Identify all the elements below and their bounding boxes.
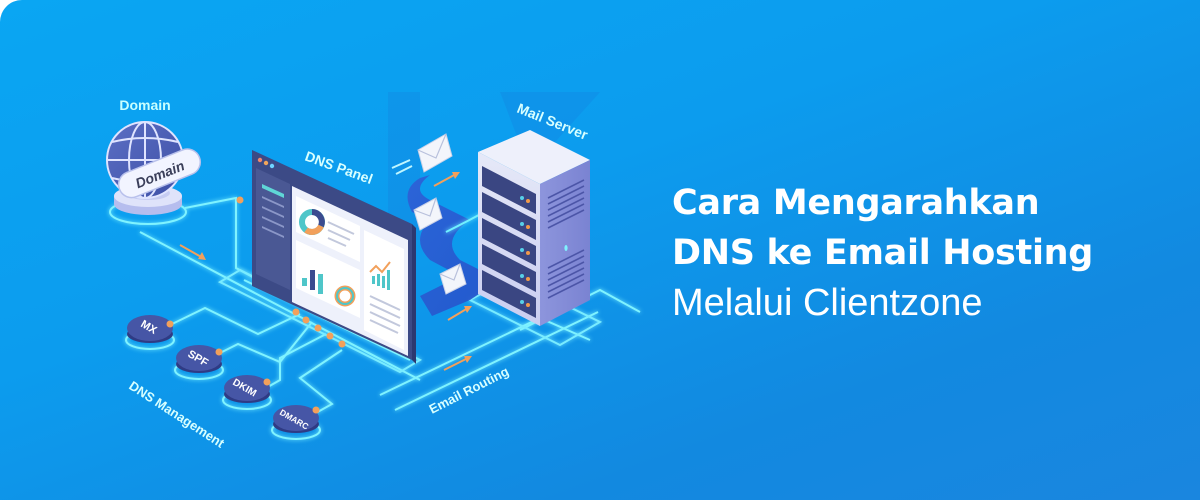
email-routing-title: Email Routing (427, 364, 512, 417)
headline-line-1: Cara Mengarahkan (672, 183, 1040, 223)
headline: Cara Mengarahkan DNS ke Email Hosting Me… (672, 178, 1093, 328)
mail-server-node: Mail Server (478, 100, 591, 326)
dashboard-window-icon (252, 150, 416, 364)
dns-email-illustration: Domain Domain DNS Panel (106, 92, 641, 451)
envelope-icon (413, 197, 443, 231)
domain-node: Domain Domain (106, 97, 206, 260)
record-node-dkim: DKIM (222, 375, 272, 410)
record-node-dmarc: DMARC (271, 405, 321, 440)
connector-dots (236, 196, 346, 348)
arrow-icon (179, 244, 206, 260)
record-node-mx: MX (125, 315, 175, 350)
circuit-lines (139, 196, 641, 415)
arrow-icon (433, 172, 472, 371)
envelope-icon (439, 263, 467, 295)
domain-title: Domain (119, 97, 170, 113)
dns-management-title: DNS Management (126, 378, 227, 451)
dns-management-group: MX SPF DKIM DMARC (125, 315, 321, 451)
envelope-icon (391, 133, 453, 175)
headline-subtitle: Melalui Clientzone (672, 282, 983, 324)
headline-line-2: DNS ke Email Hosting (672, 233, 1094, 273)
server-rack-icon (478, 130, 590, 326)
record-node-spf: SPF (174, 345, 224, 380)
